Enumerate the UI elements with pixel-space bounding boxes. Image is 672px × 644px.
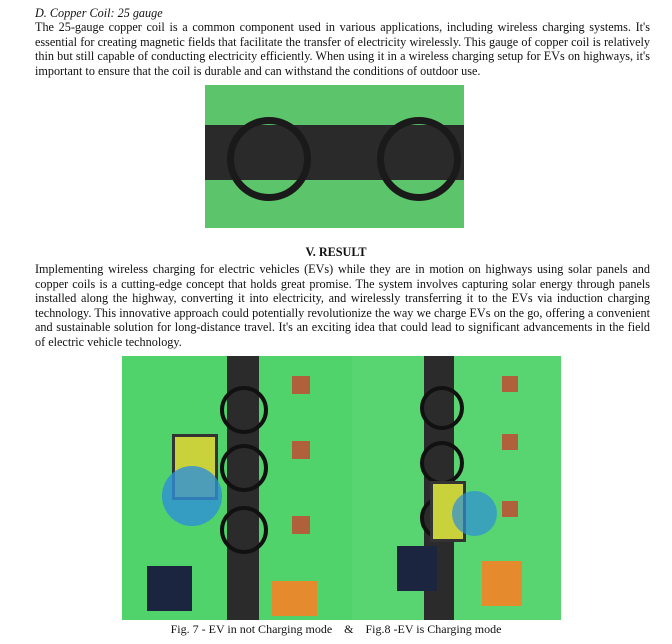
copper-coil-paragraph: The 25-gauge copper coil is a common com… bbox=[35, 20, 650, 78]
copper-coil-photo bbox=[205, 85, 464, 228]
figure-caption: Fig. 7 - EV in not Charging mode & Fig.8… bbox=[170, 622, 502, 636]
subsection-heading: D. Copper Coil: 25 gauge bbox=[35, 6, 163, 20]
fig7-photo bbox=[122, 356, 352, 620]
fig8-photo bbox=[352, 356, 561, 620]
result-heading: V. RESULT bbox=[305, 245, 367, 259]
result-paragraph: Implementing wireless charging for elect… bbox=[35, 262, 650, 349]
